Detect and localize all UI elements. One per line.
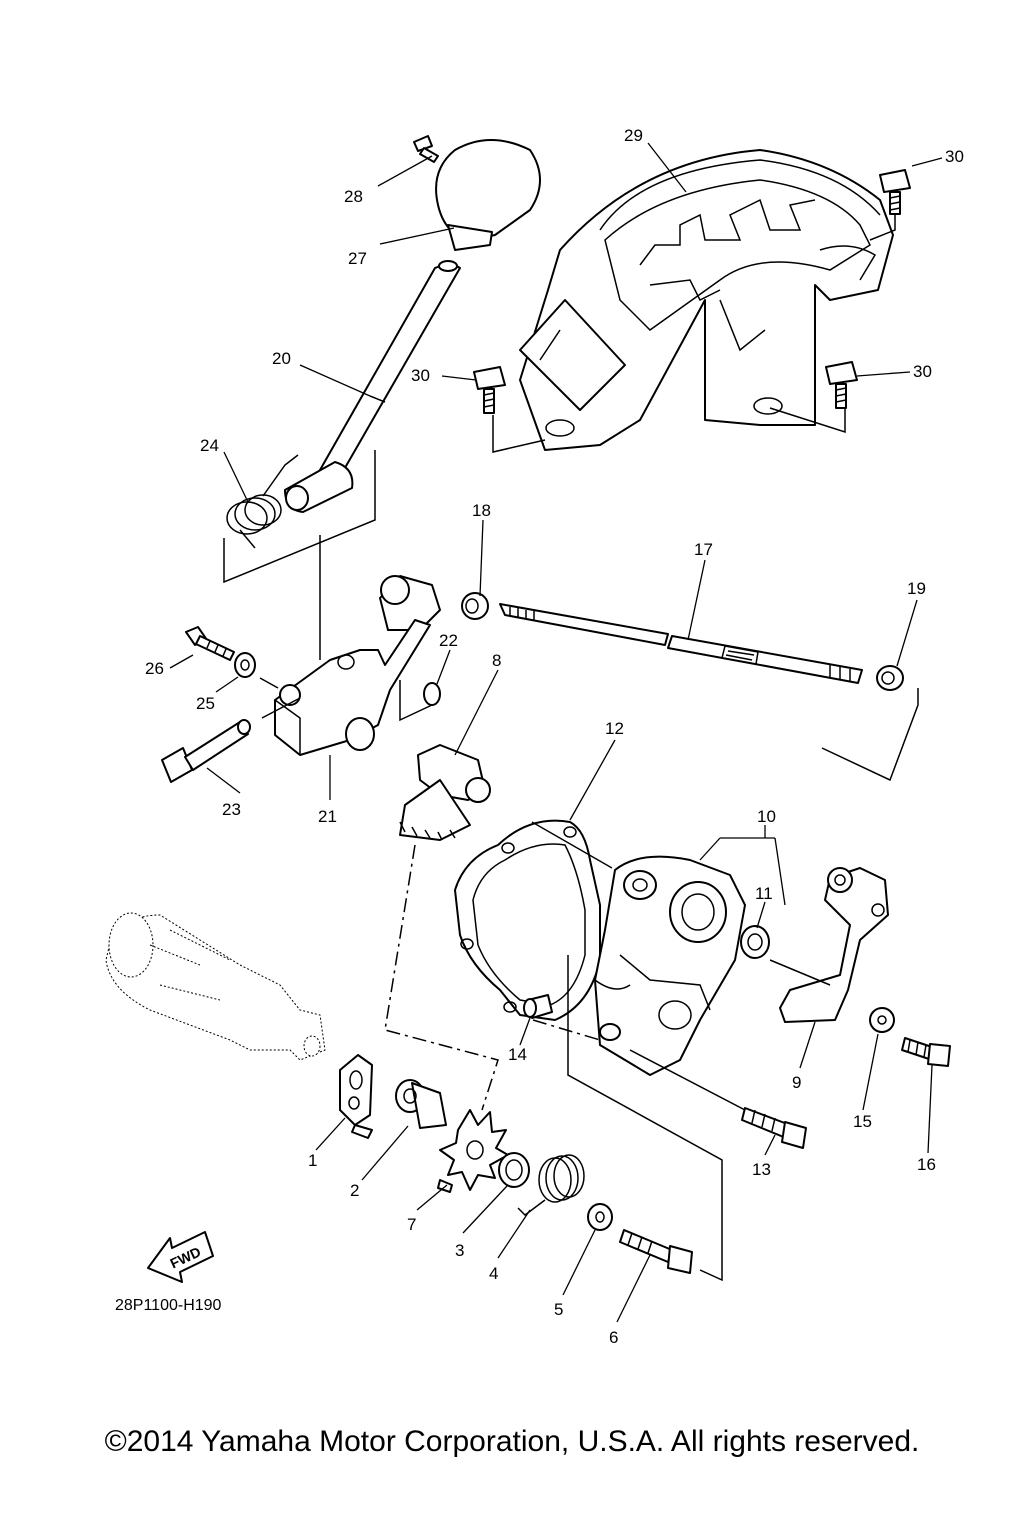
part-5-washer: [587, 1203, 613, 1231]
part-17-shift-rod: [499, 603, 863, 684]
callout-19: 19: [907, 579, 926, 598]
callout-8: 8: [492, 651, 501, 670]
callout-6: 6: [609, 1328, 618, 1347]
leader-lines: [169, 142, 943, 1323]
part-11-oil-seal: [740, 925, 770, 959]
part-19-nut: [876, 665, 904, 691]
callout-22: 22: [439, 631, 458, 650]
callout-28: 28: [344, 187, 363, 206]
callout-30-right: 30: [913, 362, 932, 381]
parts-diagram: FWD: [105, 126, 964, 1347]
callout-20: 20: [272, 349, 291, 368]
callout-30-top: 30: [945, 147, 964, 166]
part-20-shift-lever: [284, 260, 461, 513]
callout-26: 26: [145, 659, 164, 678]
callout-5: 5: [554, 1300, 563, 1319]
part-26-bolt: [185, 626, 235, 661]
part-21-shift-arm: [274, 575, 441, 756]
callout-25: 25: [196, 694, 215, 713]
callout-29: 29: [624, 126, 643, 145]
callout-12: 12: [605, 719, 624, 738]
part-10-shift-cover: [594, 855, 746, 1076]
part-22-circlip: [423, 682, 441, 706]
callout-1: 1: [308, 1151, 317, 1170]
callout-24: 24: [200, 436, 219, 455]
part-24-spring: [226, 454, 299, 549]
callout-11: 11: [755, 884, 773, 903]
callout-30-left: 30: [411, 366, 430, 385]
part-14-dowel-pin: [523, 994, 553, 1019]
callout-17: 17: [694, 540, 713, 559]
callout-13: 13: [752, 1160, 771, 1179]
callout-10: 10: [757, 807, 776, 826]
callout-7: 7: [407, 1215, 416, 1234]
part-9-shift-arm: [779, 867, 889, 1023]
callout-9: 9: [792, 1073, 801, 1092]
part-2-collar: [395, 1079, 447, 1129]
part-18-nut: [461, 592, 489, 620]
callout-21: 21: [318, 807, 337, 826]
part-6-bolt: [619, 1229, 693, 1274]
diagram-code: 28P1100-H190: [115, 1297, 222, 1314]
part-15-washer: [869, 1007, 895, 1033]
callout-15: 15: [853, 1112, 872, 1131]
part-30-bolt-right: [825, 361, 858, 409]
part-30-bolt-top-right: [879, 169, 911, 215]
fwd-arrow-icon: FWD: [147, 1231, 214, 1283]
part-12-gasket: [454, 819, 601, 1021]
callout-labels: 1 2 3 4 5 6 7 8 9 10 11 12 13 14 15 16 1…: [145, 126, 964, 1347]
part-23-bolt: [161, 719, 251, 783]
part-13-bolt: [741, 1107, 807, 1149]
shift-drum-reference: [105, 912, 326, 1061]
callout-23: 23: [222, 800, 241, 819]
part-1-stopper-lever: [339, 1054, 373, 1139]
part-4-torsion-spring: [517, 1154, 585, 1216]
part-16-bolt: [901, 1037, 951, 1067]
copyright-notice: ©2014 Yamaha Motor Corporation, U.S.A. A…: [104, 1425, 920, 1458]
callout-2: 2: [350, 1181, 359, 1200]
part-28-screw: [413, 135, 439, 163]
callout-27: 27: [348, 249, 367, 268]
callout-16: 16: [917, 1155, 936, 1174]
part-25-washer: [234, 652, 256, 678]
part-30-bolt-left: [473, 366, 506, 414]
part-27-shift-knob: [435, 139, 541, 251]
callout-4: 4: [489, 1264, 498, 1283]
part-29-shift-gate-cover: [519, 149, 894, 451]
part-8-shift-shaft: [399, 744, 491, 841]
part-7-segment: [437, 1109, 509, 1193]
callout-3: 3: [455, 1241, 464, 1260]
callout-14: 14: [508, 1045, 527, 1064]
callout-18: 18: [472, 501, 491, 520]
part-3-washer: [498, 1152, 530, 1188]
